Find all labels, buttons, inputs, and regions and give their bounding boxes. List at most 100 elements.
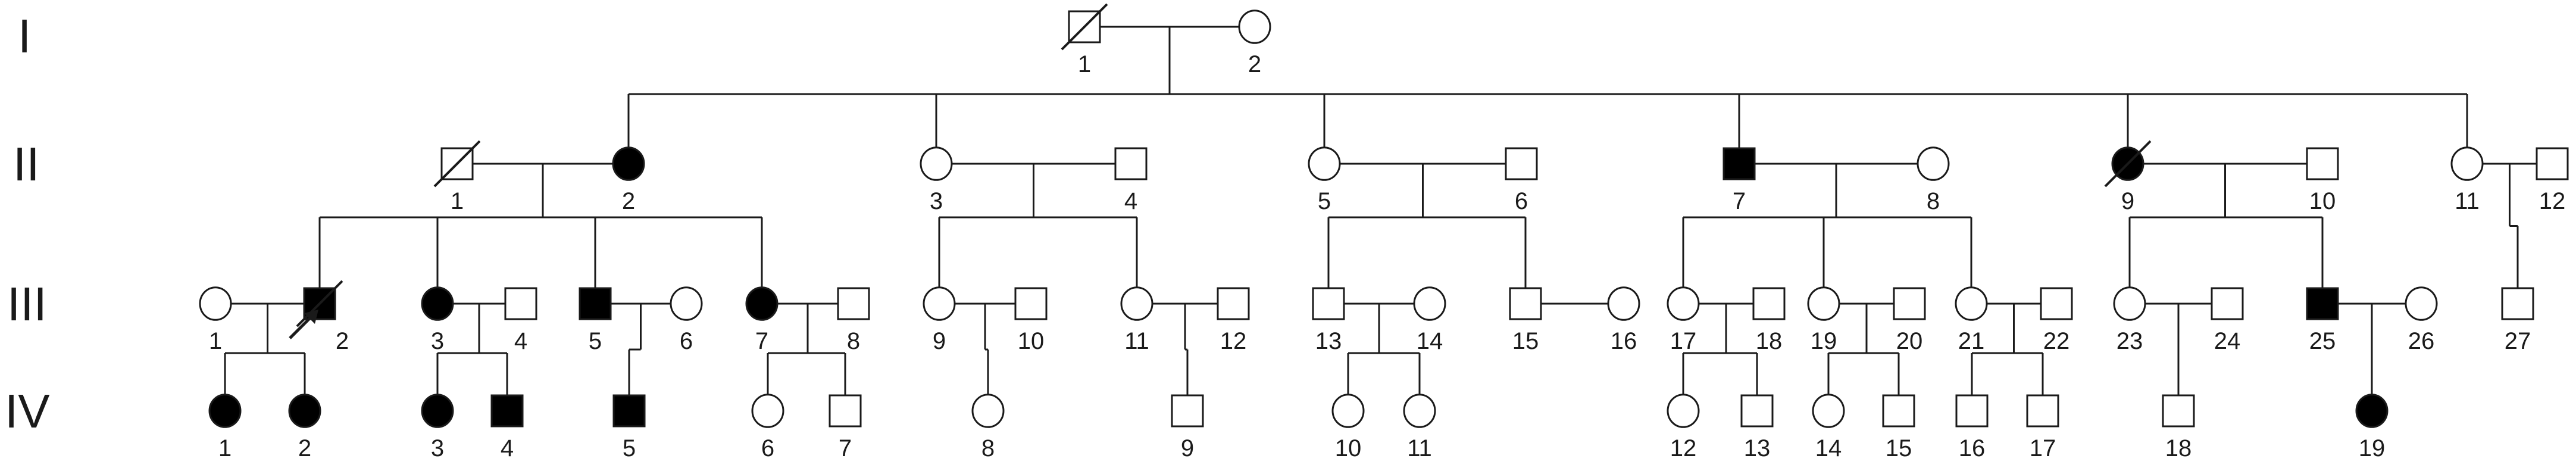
- individual-III-14: [1413, 286, 1446, 321]
- individual-IV-14: [1812, 394, 1845, 428]
- individual-II-12: [2536, 147, 2569, 180]
- individual-label: 13: [1315, 328, 1342, 354]
- individual-label: 2: [622, 188, 635, 214]
- individual-I-2: [1238, 10, 1271, 44]
- individual-label: 3: [930, 188, 943, 214]
- individual-label: 9: [1181, 435, 1194, 461]
- individual-label: 21: [1958, 328, 1985, 354]
- individual-I-1: [1061, 3, 1108, 51]
- individual-IV-4: [490, 394, 524, 428]
- individual-III-22: [2040, 287, 2073, 320]
- individual-IV-9: [1171, 394, 1204, 428]
- individual-label: 17: [2030, 435, 2056, 461]
- individual-IV-6: [751, 394, 784, 428]
- individual-label: 5: [589, 328, 602, 354]
- individual-IV-3: [421, 394, 454, 428]
- individual-III-8: [837, 287, 870, 320]
- deceased-slash-icon: [296, 280, 343, 327]
- individual-label: 12: [1670, 435, 1697, 461]
- relationship-lines: [224, 26, 2537, 395]
- individual-III-27: [2501, 287, 2534, 320]
- male-square-icon: [1955, 394, 1989, 428]
- individual-label: 2: [298, 435, 311, 461]
- individual-label: 11: [1124, 328, 1149, 354]
- individual-label: 17: [1670, 328, 1697, 354]
- individual-IV-5: [612, 394, 646, 428]
- individual-label: 5: [623, 435, 636, 461]
- individual-III-12: [1217, 287, 1250, 320]
- female-circle-icon: [1917, 146, 1950, 181]
- male-square-icon: [1893, 287, 1926, 320]
- individual-label: 18: [2165, 435, 2192, 461]
- individual-label: 4: [501, 435, 514, 461]
- individual-label: 7: [755, 328, 768, 354]
- individual-IV-12: [1667, 394, 1700, 428]
- individual-III-10: [1014, 287, 1048, 320]
- individual-IV-18: [2162, 394, 2195, 428]
- individual-label: 2: [1248, 51, 1261, 77]
- individual-label: 7: [839, 435, 852, 461]
- male-square-icon: [1722, 147, 1756, 180]
- individual-label: 16: [1959, 435, 1986, 461]
- individual-label: 15: [1886, 435, 1912, 461]
- individual-label: 22: [2043, 328, 2070, 354]
- individual-II-9: [2104, 140, 2152, 188]
- male-square-icon: [504, 287, 537, 320]
- female-circle-icon: [421, 394, 454, 428]
- female-circle-icon: [2405, 286, 2438, 321]
- individual-III-15: [1509, 287, 1542, 320]
- individual-III-21: [1955, 286, 1988, 321]
- female-circle-icon: [1238, 10, 1271, 44]
- individual-III-7: [745, 286, 779, 321]
- individual-label: 1: [218, 435, 232, 461]
- individual-label: 10: [1335, 435, 1362, 461]
- individual-IV-19: [2355, 394, 2389, 428]
- male-square-icon: [2306, 287, 2339, 320]
- individual-label: 14: [1417, 328, 1443, 354]
- male-square-icon: [1217, 287, 1250, 320]
- female-circle-icon: [971, 394, 1005, 428]
- individual-label: 8: [981, 435, 995, 461]
- generation-labels: I II III IV: [5, 10, 50, 438]
- individual-III-20: [1893, 287, 1926, 320]
- individual-III-13: [1312, 287, 1345, 320]
- female-circle-icon: [208, 394, 242, 428]
- individual-label: 8: [847, 328, 860, 354]
- individual-II-3: [920, 146, 953, 181]
- female-circle-icon: [751, 394, 784, 428]
- individual-II-1: [433, 140, 481, 188]
- individual-II-7: [1722, 147, 1756, 180]
- generation-label-I: I: [18, 10, 31, 63]
- individual-label: 1: [1078, 51, 1091, 77]
- individual-label: 1: [209, 328, 222, 354]
- female-circle-icon: [1812, 394, 1845, 428]
- male-square-icon: [1882, 394, 1915, 428]
- female-circle-icon: [2113, 286, 2146, 321]
- individual-label: 10: [1018, 328, 1045, 354]
- deceased-slash-icon: [1061, 3, 1108, 51]
- individual-label: 15: [1512, 328, 1539, 354]
- individual-label: 3: [431, 328, 444, 354]
- female-circle-icon: [2450, 146, 2484, 181]
- male-square-icon: [1509, 287, 1542, 320]
- individual-label: 12: [2539, 188, 2566, 214]
- individual-label: 8: [1927, 188, 1940, 214]
- individual-label: 16: [1611, 328, 1637, 354]
- female-circle-icon: [923, 286, 956, 321]
- male-square-icon: [612, 394, 646, 428]
- individual-III-16: [1607, 286, 1640, 321]
- individual-III-5: [579, 287, 612, 320]
- male-square-icon: [2211, 287, 2244, 320]
- female-circle-icon: [1120, 286, 1153, 321]
- individual-II-5: [1308, 146, 1341, 181]
- individual-label: 1: [451, 188, 464, 214]
- individual-label: 5: [1318, 188, 1331, 214]
- individual-label: 4: [514, 328, 527, 354]
- individual-III-1: [199, 286, 232, 321]
- individual-III-4: [504, 287, 537, 320]
- individual-label: 2: [336, 328, 349, 354]
- individual-label: 23: [2117, 328, 2143, 354]
- individual-II-10: [2306, 147, 2339, 180]
- male-square-icon: [1505, 147, 1538, 180]
- individual-symbols: [199, 3, 2569, 428]
